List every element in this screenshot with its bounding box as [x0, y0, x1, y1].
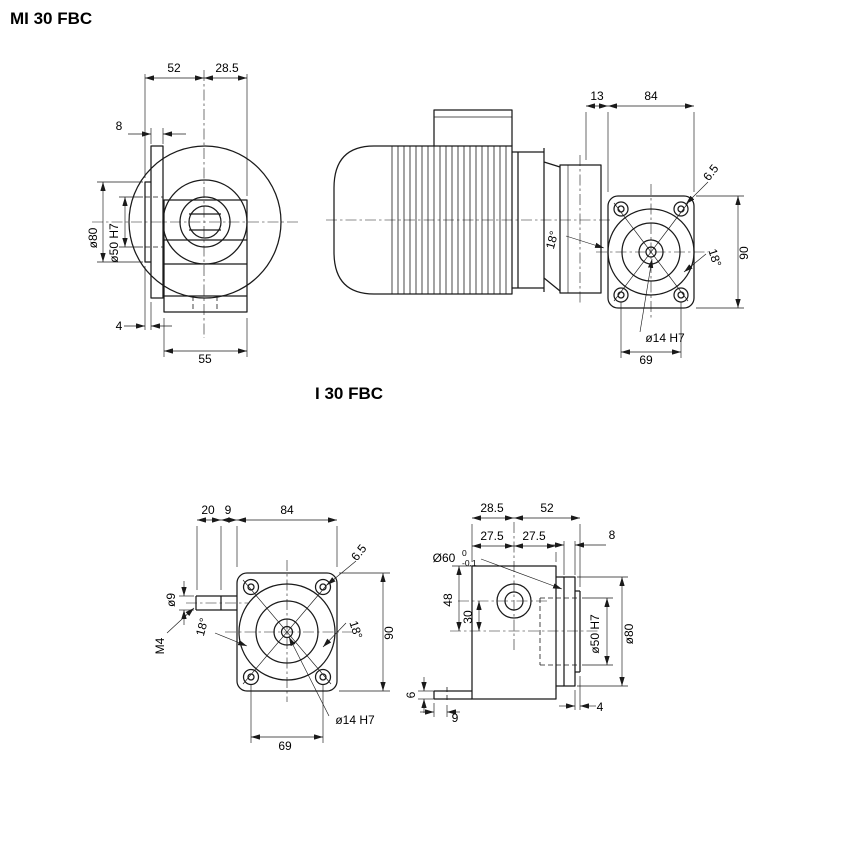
i30-face-view: 20 9 84 ø9 M4 18° 18° 6.5 90 ø14 H7 69 [153, 503, 396, 753]
mi30-face-view: 6.5 18° 18° 90 ø14 H7 69 [543, 161, 751, 367]
dim-label-13: 13 [590, 89, 604, 103]
dim-label-84: 84 [644, 89, 658, 103]
dim-label-d9: ø9 [164, 593, 178, 607]
dim-label-d14h7: ø14 H7 [645, 331, 685, 345]
dim-label-d50h7: ø50 H7 [107, 223, 121, 263]
dim-label-d80: ø80 [622, 623, 636, 644]
dim-label-4: 4 [116, 319, 123, 333]
title-mi30: MI 30 FBC [10, 9, 92, 28]
dim-label-6: 6 [404, 691, 418, 698]
dim-label-d80: ø80 [86, 227, 100, 248]
dim-label-9: 9 [452, 711, 459, 725]
dim-label-27-5-a: 27.5 [480, 529, 504, 543]
motor-body [333, 145, 513, 295]
dim-label-d14h7: ø14 H7 [335, 713, 375, 727]
dim-label-18-right: 18° [346, 619, 365, 641]
dim-label-d60: Ø60 [433, 551, 456, 565]
dim-label-52: 52 [167, 61, 181, 75]
dim-label-27-5-b: 27.5 [522, 529, 546, 543]
dim-label-84: 84 [280, 503, 294, 517]
dim-label-18-left: 18° [543, 229, 561, 250]
dim-label-90: 90 [382, 626, 396, 640]
dim-label-18-right: 18° [705, 247, 724, 269]
dim-label-18-left: 18° [193, 616, 211, 637]
dim-label-69: 69 [639, 353, 653, 367]
dim-label-20: 20 [201, 503, 215, 517]
terminal-box [433, 109, 513, 146]
dim-label-4: 4 [597, 700, 604, 714]
dim-label-28-5: 28.5 [215, 61, 239, 75]
output-flange-edge [150, 145, 164, 299]
dim-label-90: 90 [737, 246, 751, 260]
mi30-side-view: 52 28.5 8 ø80 ø50 H7 4 55 [86, 61, 298, 366]
dim-label-48: 48 [441, 593, 455, 607]
i30-side-view: 28.5 52 27.5 27.5 8 Ø60 0 -0.1 48 30 ø50… [404, 501, 636, 725]
dim-label-55: 55 [198, 352, 212, 366]
title-i30: I 30 FBC [315, 384, 383, 403]
dim-label-30: 30 [461, 610, 475, 624]
dim-label-6-5: 6.5 [348, 541, 370, 563]
dim-label-8: 8 [116, 119, 123, 133]
dim-label-69: 69 [278, 739, 292, 753]
dim-label-8: 8 [609, 528, 616, 542]
dim-label-d60-tol-bottom: -0.1 [462, 558, 477, 568]
dim-label-6-5: 6.5 [700, 161, 722, 183]
dim-label-m4: M4 [153, 637, 167, 654]
gearbox-housing [559, 164, 602, 294]
output-flange-edge [563, 576, 576, 687]
mi30-motor-view: 13 84 [326, 89, 695, 303]
dim-label-28-5: 28.5 [480, 501, 504, 515]
dim-label-9: 9 [225, 503, 232, 517]
gearbox-body [471, 565, 557, 700]
dim-label-52: 52 [540, 501, 554, 515]
dim-label-d60-tol-top: 0 [462, 548, 467, 558]
dim-label-d50h7: ø50 H7 [588, 614, 602, 654]
